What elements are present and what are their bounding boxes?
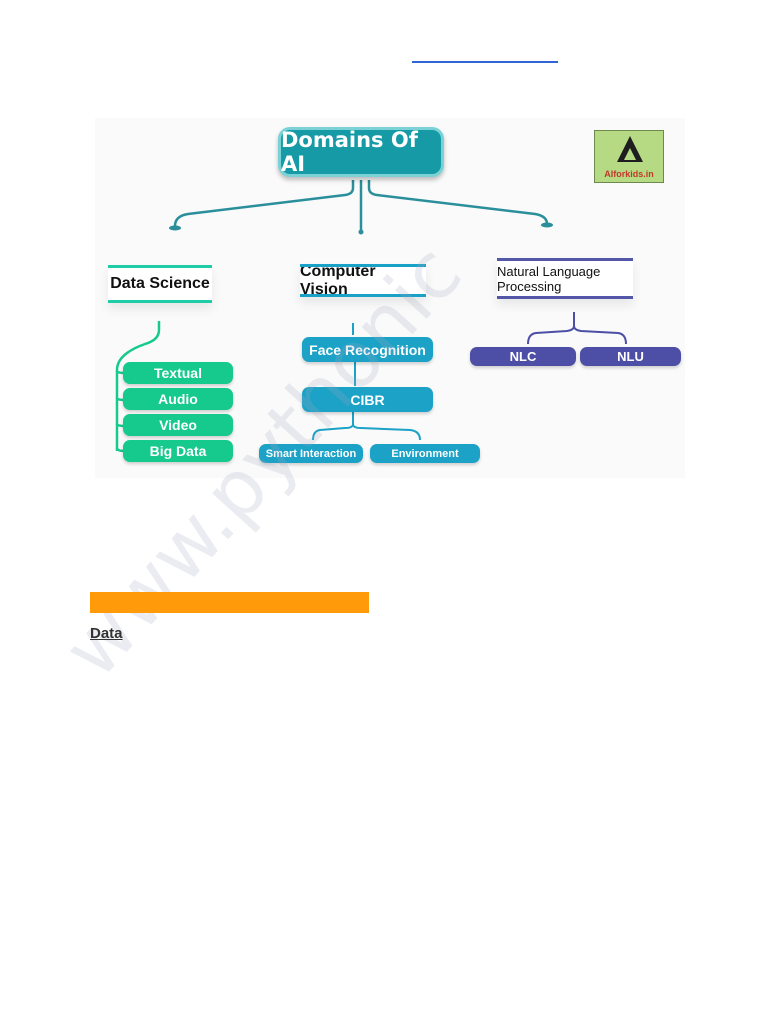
top-link[interactable]	[412, 61, 558, 63]
ds-item-textual: Textual	[123, 362, 233, 384]
cv-connectors	[312, 323, 421, 441]
cv-subitem-smart-interaction: Smart Interaction	[259, 444, 363, 463]
section-heading-data[interactable]: Data	[90, 625, 123, 642]
category-label: Natural Language Processing	[497, 263, 601, 294]
category-computer-vision: Computer Vision	[300, 263, 426, 298]
nlp-item-nlc: NLC	[470, 347, 576, 366]
ds-item-big-data: Big Data	[123, 440, 233, 462]
category-nlp: Natural Language Processing	[497, 258, 633, 299]
section-highlight-bar	[90, 592, 369, 613]
cv-item-cibr: CIBR	[302, 387, 433, 412]
category-data-science: Data Science	[108, 265, 212, 303]
nlp-item-nlu: NLU	[580, 347, 681, 366]
domains-of-ai-diagram: Domains Of AI AIforkids.in Data Science …	[95, 118, 685, 478]
aiforkids-logo: AIforkids.in	[594, 130, 664, 183]
connector-lines	[115, 180, 627, 453]
logo-text: AIforkids.in	[604, 169, 654, 179]
ds-item-video: Video	[123, 414, 233, 436]
cv-subitem-environment: Environment	[370, 444, 480, 463]
ds-item-audio: Audio	[123, 388, 233, 410]
cv-item-face-recognition: Face Recognition	[302, 337, 433, 362]
category-label: Data Science	[110, 275, 210, 292]
connector-root-ds	[173, 180, 355, 227]
nlp-connectors	[527, 312, 627, 345]
root-node: Domains Of AI	[278, 127, 444, 177]
connector-root-nlp	[367, 180, 549, 225]
